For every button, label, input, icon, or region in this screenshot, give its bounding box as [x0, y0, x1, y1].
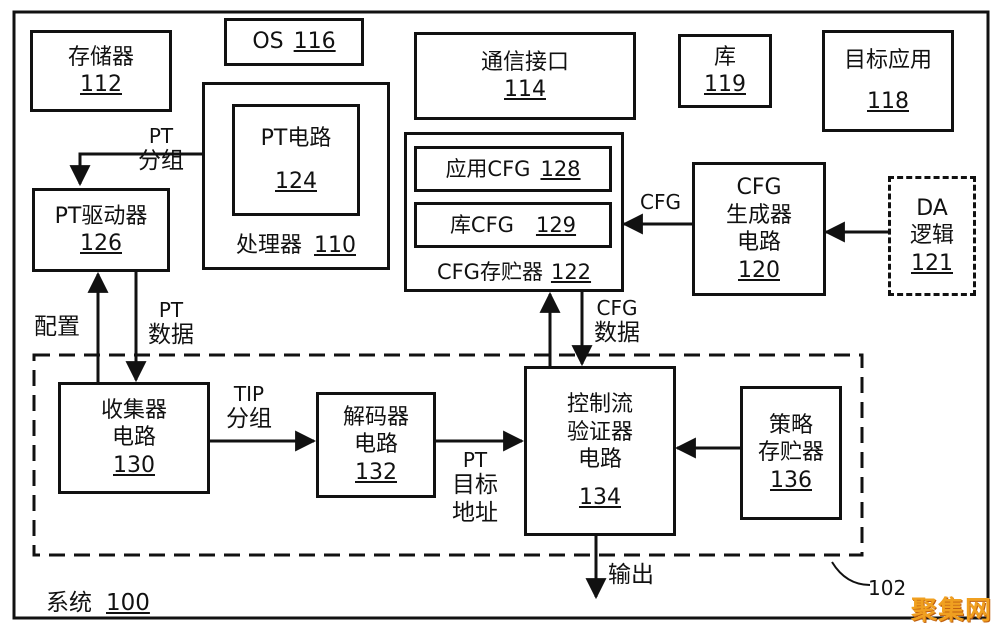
collector-ref: 130 — [113, 452, 155, 478]
label-pt-packet-2: 分组 — [138, 148, 184, 174]
cfg-gen-line1: CFG — [736, 175, 782, 200]
label-cfg-data: CFG 数据 — [594, 296, 640, 348]
arrow-pt-packet — [69, 152, 232, 187]
label-pt-target-2: 目标 — [452, 472, 498, 498]
comm-name: 通信接口 — [480, 49, 569, 75]
cfv-ref: 134 — [579, 484, 621, 510]
decoder-ref: 132 — [355, 459, 397, 485]
target-app-box: 目标应用 118 — [822, 30, 954, 132]
lib-cfg-name: 库CFG — [449, 212, 514, 237]
label-cfg-arrow: CFG — [640, 190, 681, 214]
pt-driver-box: PT驱动器 126 — [32, 188, 170, 272]
decoder-line1: 解码器 — [342, 404, 409, 430]
label-tip-2: 分组 — [226, 406, 272, 432]
label-pt-data-2: 数据 — [148, 322, 194, 348]
target-app-ref: 118 — [867, 89, 909, 114]
pt-circuit-name: PT电路 — [260, 125, 332, 151]
comm-interface-box: 通信接口 114 — [414, 32, 636, 120]
policy-store-box: 策略 存贮器 136 — [740, 386, 842, 520]
system-ref: 100 — [106, 590, 150, 616]
label-cfg-data-2: 数据 — [594, 320, 640, 346]
policy-line2: 存贮器 — [757, 440, 824, 466]
da-logic-line2: 逻辑 — [909, 223, 954, 249]
app-cfg-ref: 128 — [540, 156, 581, 181]
cfv-box: 控制流 验证器 电路 134 — [524, 366, 676, 536]
pt-driver-name: PT驱动器 — [54, 203, 148, 229]
label-cfg-data-1: CFG — [596, 296, 638, 320]
da-logic-ref: 121 — [911, 250, 953, 276]
os-ref: 116 — [293, 29, 336, 55]
system-label-text: 系统 — [46, 590, 92, 616]
watermark-logo: 聚集网 — [910, 596, 992, 626]
os-box: OS 116 — [224, 18, 364, 66]
pt-circuit-ref: 124 — [275, 169, 317, 194]
label-config: 配置 — [34, 314, 80, 340]
decoder-line2: 电路 — [353, 432, 398, 458]
cfg-gen-line3: 电路 — [736, 230, 781, 255]
cfg-gen-ref: 120 — [738, 257, 780, 283]
collector-line2: 电路 — [111, 425, 156, 451]
cfg-store-name: CFG存贮器 — [436, 259, 543, 284]
label-pt-packet: PT 分组 — [138, 124, 184, 176]
lib-cfg-ref: 129 — [535, 212, 577, 237]
label-pt-data: PT 数据 — [148, 298, 194, 350]
da-logic-line1: DA — [916, 195, 948, 221]
group-ref-102: 102 — [868, 576, 907, 600]
decoder-box: 解码器 电路 132 — [316, 392, 436, 498]
leader-102 — [831, 561, 871, 586]
label-pt-target-1: PT — [462, 448, 488, 472]
label-pt-target-3: 地址 — [452, 499, 498, 526]
memory-box: 存储器 112 — [30, 30, 172, 112]
da-logic-box: DA 逻辑 121 — [888, 176, 976, 296]
policy-line1: 策略 — [768, 412, 813, 438]
app-cfg-box: 应用CFG 128 — [414, 146, 612, 192]
lib-ref: 119 — [704, 72, 746, 97]
dashed-group-102 — [32, 353, 864, 557]
pt-driver-ref: 126 — [80, 231, 122, 256]
cfg-gen-line2: 生成器 — [725, 202, 792, 228]
comm-ref: 114 — [504, 77, 546, 102]
lib-name: 库 — [713, 44, 736, 70]
memory-ref: 112 — [80, 72, 122, 97]
lib-box: 库 119 — [678, 34, 772, 108]
processor-ref: 110 — [314, 232, 356, 258]
label-pt-data-1: PT — [158, 298, 184, 322]
cfv-line1: 控制流 — [566, 392, 633, 417]
collector-line1: 收集器 — [100, 397, 167, 423]
cfg-store-ref: 122 — [550, 259, 592, 284]
pt-circuit-box: PT电路 124 — [232, 104, 360, 216]
cfg-generator-box: CFG 生成器 电路 120 — [692, 162, 826, 296]
label-tip-packet: TIP 分组 — [226, 382, 272, 434]
lib-cfg-box: 库CFG 129 — [414, 202, 612, 248]
cfv-line3: 电路 — [577, 447, 622, 472]
system-label: 系统 100 — [46, 590, 150, 618]
os-name: OS — [252, 29, 284, 55]
app-cfg-name: 应用CFG — [445, 156, 531, 181]
memory-name: 存储器 — [67, 44, 134, 70]
label-tip-1: TIP — [233, 382, 265, 406]
target-app-name: 目标应用 — [843, 47, 932, 73]
processor-name: 处理器 — [235, 232, 302, 258]
collector-box: 收集器 电路 130 — [58, 382, 210, 494]
cfv-line2: 验证器 — [566, 419, 633, 445]
label-pt-packet-1: PT — [148, 124, 174, 148]
label-output: 输出 — [608, 562, 654, 588]
system-frame — [12, 10, 990, 620]
policy-ref: 136 — [770, 467, 812, 493]
label-pt-target: PT 目标 地址 — [452, 448, 498, 527]
